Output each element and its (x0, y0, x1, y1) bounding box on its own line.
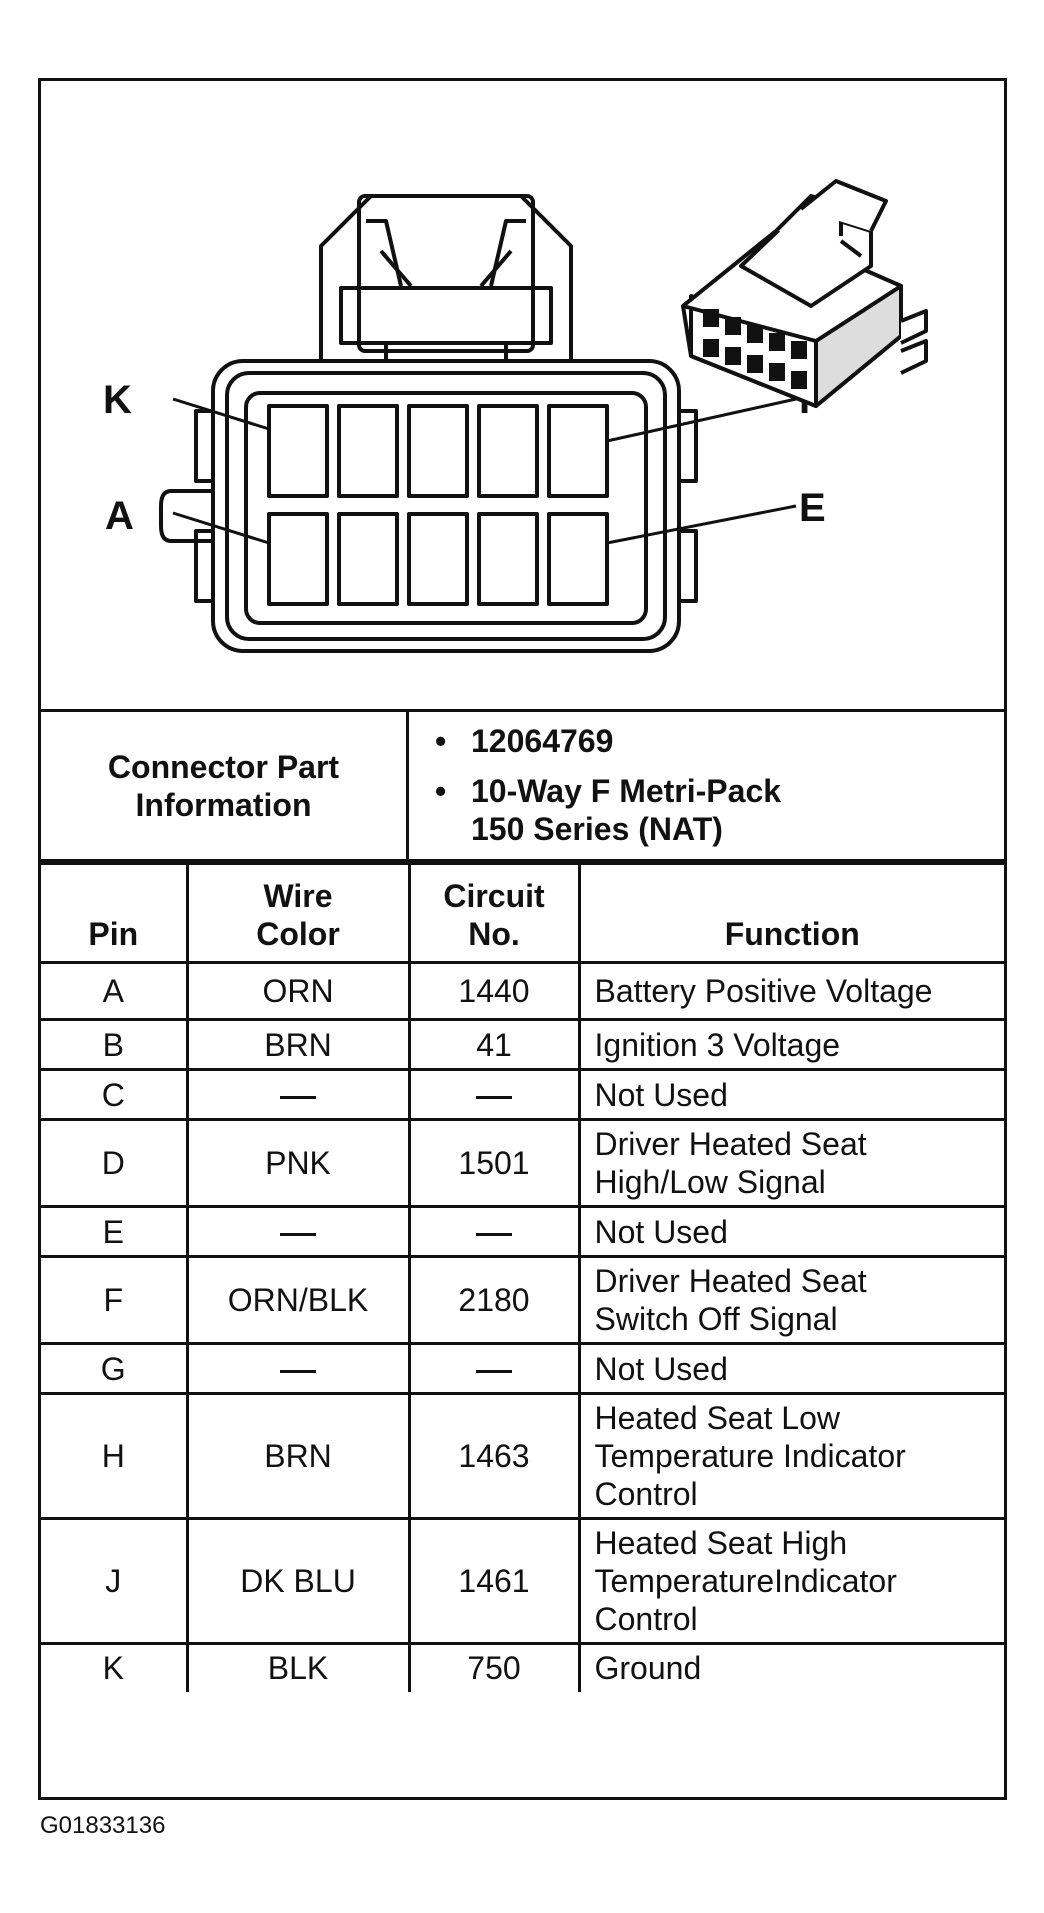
pin-label-a: A (105, 494, 134, 538)
bullet-icon: • (435, 723, 447, 759)
cell-pin: C (41, 1068, 189, 1121)
em-dash (476, 1095, 512, 1099)
em-dash (280, 1369, 316, 1373)
cell-function: Not Used (577, 1068, 1004, 1121)
em-dash (476, 1369, 512, 1373)
cell-circuit-no (407, 1342, 581, 1395)
connector-part-information: Connector Part Information • 12064769 • … (41, 712, 1004, 862)
header-pin: Pin (41, 862, 189, 964)
cell-wire-color: BRN (185, 1392, 411, 1520)
cell-wire-color (185, 1342, 411, 1395)
connector-figure-frame: K A F E (38, 78, 1007, 1800)
cell-pin: J (41, 1517, 189, 1645)
cell-circuit-no (407, 1068, 581, 1121)
cell-pin: H (41, 1392, 189, 1520)
connector-info-label-line1: Connector Part (107, 748, 340, 785)
function-line: Heated Seat High (594, 1525, 848, 1561)
cell-function: Not Used (577, 1205, 1004, 1258)
cell-circuit-no: 1463 (407, 1392, 581, 1520)
function-line: TemperatureIndicator (594, 1563, 897, 1599)
function-line: Temperature Indicator (594, 1438, 906, 1474)
figure-id: G01833136 (40, 1812, 166, 1839)
cell-wire-color: BRN (185, 1018, 411, 1071)
cell-circuit-no: 750 (407, 1642, 581, 1692)
cell-pin: F (41, 1255, 189, 1345)
pin-label-k: K (103, 378, 132, 422)
function-line: Not Used (594, 1213, 728, 1250)
em-dash (280, 1095, 316, 1099)
em-dash (476, 1232, 512, 1236)
function-line: High/Low Signal (594, 1164, 826, 1200)
cell-circuit-no: 41 (407, 1018, 581, 1071)
cell-function: Ignition 3 Voltage (577, 1018, 1004, 1071)
function-line: Ground (594, 1650, 702, 1687)
pin-label-e: E (799, 486, 826, 530)
function-line: Heated Seat Low (594, 1400, 841, 1436)
cell-function: Ground (577, 1642, 1004, 1692)
connector-drawing: K A F E (103, 179, 928, 653)
cell-wire-color: ORN (185, 961, 411, 1021)
part-number: 12064769 (471, 723, 614, 759)
em-dash (280, 1232, 316, 1236)
function-line: Driver Heated Seat (594, 1263, 867, 1299)
function-line: Switch Off Signal (594, 1301, 838, 1337)
function-line: Driver Heated Seat (594, 1126, 867, 1162)
header-function: Function (577, 862, 1004, 964)
cell-wire-color (185, 1205, 411, 1258)
cell-wire-color: PNK (185, 1118, 411, 1208)
cell-function: Battery Positive Voltage (577, 961, 1004, 1021)
cell-pin: E (41, 1205, 189, 1258)
function-line: Control (594, 1601, 698, 1637)
cell-wire-color (185, 1068, 411, 1121)
connector-info-values: • 12064769 • 10-Way F Metri-Pack 150 Ser… (409, 712, 1004, 859)
table-row: C Not Used (41, 1068, 1004, 1121)
cell-pin: A (41, 961, 189, 1021)
function-line: Ignition 3 Voltage (594, 1026, 841, 1063)
cell-wire-color: BLK (185, 1642, 411, 1692)
connector-info-label: Connector Part Information (41, 712, 409, 859)
function-line: Not Used (594, 1350, 728, 1387)
cell-circuit-no: 1501 (407, 1118, 581, 1208)
connector-diagram: K A F E (41, 81, 1004, 712)
cell-circuit-no: 1461 (407, 1517, 581, 1645)
connector-type-line2: 150 Series (NAT) (471, 811, 723, 847)
cell-pin: D (41, 1118, 189, 1208)
function-line: Control (594, 1476, 698, 1512)
cell-wire-color: DK BLU (185, 1517, 411, 1645)
table-row: E Not Used (41, 1205, 1004, 1258)
cell-pin: K (41, 1642, 189, 1692)
cell-circuit-no: 2180 (407, 1255, 581, 1345)
function-line: Battery Positive Voltage (594, 973, 933, 1009)
cell-circuit-no (407, 1205, 581, 1258)
cell-pin: G (41, 1342, 189, 1395)
table-row: G Not Used (41, 1342, 1004, 1395)
cell-wire-color: ORN/BLK (185, 1255, 411, 1345)
cell-function: Not Used (577, 1342, 1004, 1395)
connector-isometric-view (681, 179, 928, 408)
function-line: Not Used (594, 1076, 728, 1113)
cell-pin: B (41, 1018, 189, 1071)
cell-circuit-no: 1440 (407, 961, 581, 1021)
connector-type-line1: 10-Way F Metri-Pack (471, 773, 782, 809)
bullet-icon: • (435, 773, 447, 809)
connector-info-label-line2: Information (135, 786, 312, 823)
